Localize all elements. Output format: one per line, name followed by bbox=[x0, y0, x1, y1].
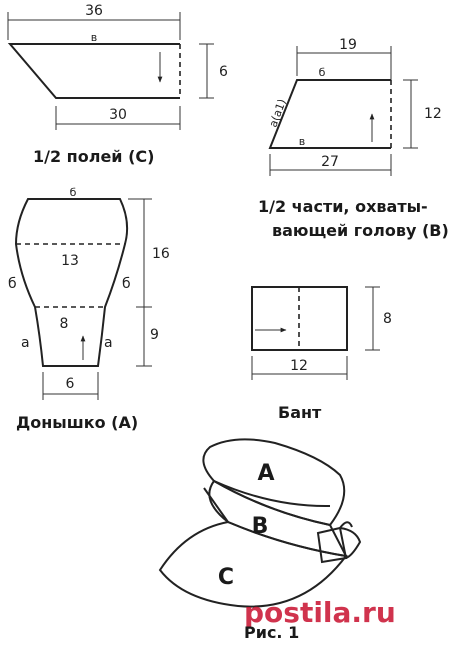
brim-pattern: 36 в 6 30 1/2 полей (С) bbox=[7, 3, 228, 166]
band-bottom-label: в bbox=[299, 135, 305, 148]
crown-pattern: б 13 б б 8 а а 16 9 6 Донышко (А) bbox=[8, 186, 170, 432]
crown-lower-width: 8 bbox=[60, 316, 69, 332]
crown-bottom-width: 6 bbox=[66, 376, 75, 392]
crown-lower-height: 9 bbox=[150, 327, 159, 343]
crown-right-label: б bbox=[122, 276, 131, 292]
hat-band bbox=[208, 479, 348, 558]
crown-caption: Донышко (А) bbox=[16, 413, 138, 432]
hat-crown bbox=[202, 438, 346, 527]
crown-total-height: 16 bbox=[152, 246, 170, 262]
hat-crown-seam bbox=[213, 480, 331, 508]
brim-outline bbox=[7, 43, 180, 99]
hat-label-a: A bbox=[257, 461, 274, 486]
crown-left-label: б bbox=[8, 276, 17, 292]
bow-height: 8 bbox=[383, 311, 392, 327]
crown-right-a: а bbox=[104, 335, 113, 351]
hat-bow-loop bbox=[316, 526, 348, 564]
figure-caption: Рис. 1 bbox=[244, 623, 299, 642]
hat-illustration: A B C bbox=[158, 438, 362, 608]
brim-caption: 1/2 полей (С) bbox=[33, 147, 154, 166]
brim-top-width: 36 bbox=[85, 3, 103, 19]
band-caption-line1: 1/2 части, охваты- bbox=[258, 197, 428, 216]
band-outline bbox=[268, 79, 391, 149]
hat-band-edge bbox=[203, 487, 229, 523]
band-bottom-width: 27 bbox=[321, 154, 339, 170]
crown-top-label: б bbox=[70, 186, 77, 199]
crown-upper-width: 13 bbox=[61, 253, 79, 269]
crown-left-a: а bbox=[21, 335, 30, 351]
band-side-label: а(а1) bbox=[267, 97, 289, 129]
bow-width: 12 bbox=[290, 358, 308, 374]
band-height: 12 bbox=[424, 106, 442, 122]
brim-bottom-width: 30 bbox=[109, 107, 127, 123]
brim-edge-label: в bbox=[91, 31, 97, 44]
bow-caption: Бант bbox=[278, 403, 322, 422]
hat-label-c: C bbox=[218, 565, 234, 590]
band-caption-line2: вающей голову (В) bbox=[272, 221, 449, 240]
watermark: postila.ru bbox=[244, 596, 396, 629]
hat-label-b: B bbox=[252, 514, 269, 539]
brim-height: 6 bbox=[219, 64, 228, 80]
band-top-width: 19 bbox=[339, 37, 357, 53]
bow-pattern: 8 12 Бант bbox=[251, 286, 392, 422]
band-top-label: б bbox=[319, 66, 326, 79]
hat-bow-knot bbox=[339, 527, 362, 559]
hat-bow-tail bbox=[339, 521, 353, 529]
headband-pattern: 19 б а(а1) в 12 27 1/2 части, охваты- ва… bbox=[258, 37, 449, 240]
